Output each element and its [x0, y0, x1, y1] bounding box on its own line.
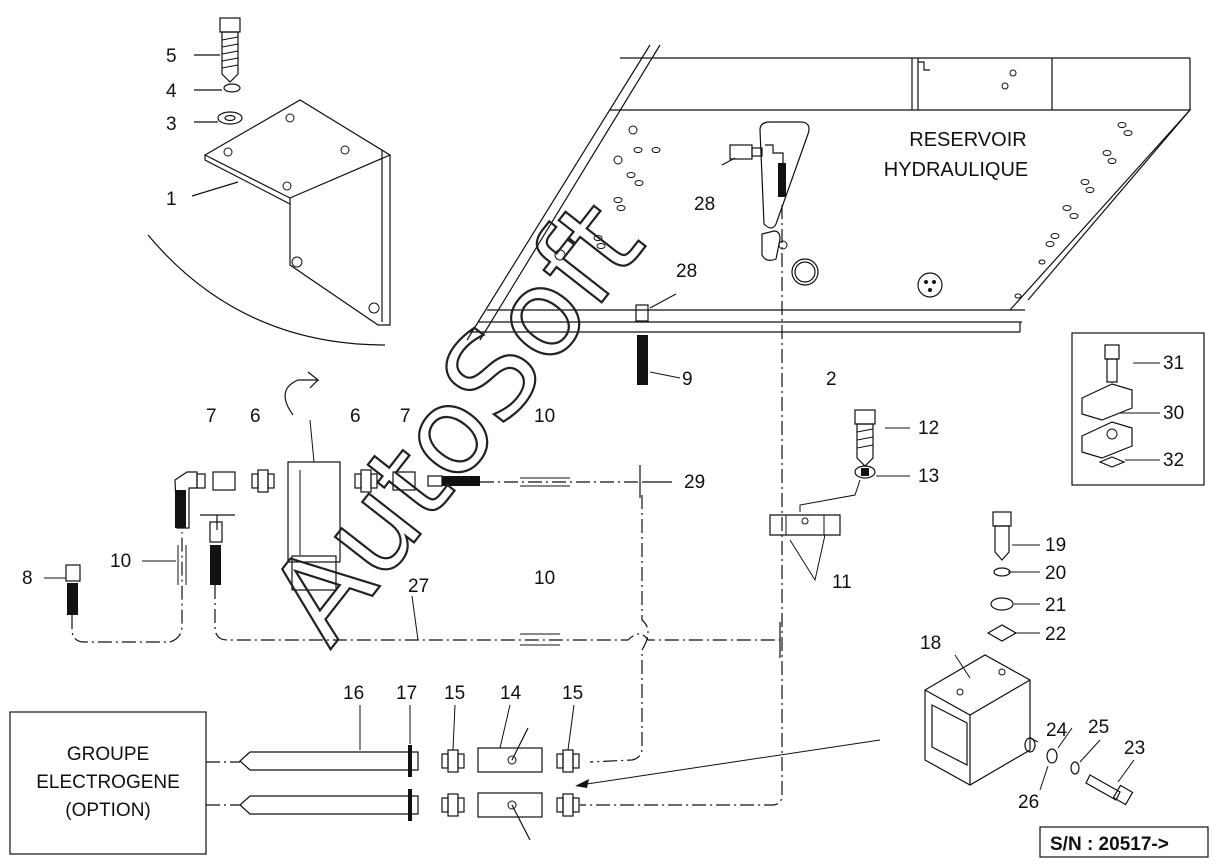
fittings-row — [44, 419, 480, 615]
callout-28-mid: 28 — [676, 261, 697, 282]
callout-10c: 10 — [534, 568, 555, 589]
callout-7a: 7 — [206, 406, 217, 427]
callout-labels: 5 4 3 1 28 28 9 2 7 6 6 7 10 29 12 13 11… — [22, 46, 1184, 813]
bracket-18 — [575, 511, 1134, 806]
callout-18: 18 — [920, 633, 941, 654]
callout-32: 32 — [1163, 450, 1184, 471]
tank-label-line1: RESERVOIR — [909, 129, 1026, 151]
callout-23: 23 — [1124, 738, 1145, 759]
callout-12: 12 — [918, 418, 939, 439]
callout-20: 20 — [1045, 563, 1066, 584]
callout-1: 1 — [166, 189, 177, 210]
callout-26: 26 — [1018, 792, 1039, 813]
generator-assembly: GROUPE ELECTROGENE (OPTION) — [9, 595, 580, 855]
callout-22: 22 — [1045, 624, 1066, 645]
callout-15a: 15 — [444, 683, 465, 704]
callout-3: 3 — [166, 114, 177, 135]
callout-15b: 15 — [562, 683, 583, 704]
callout-4: 4 — [166, 81, 177, 102]
callout-19: 19 — [1045, 535, 1066, 556]
serial-box — [1039, 826, 1209, 858]
callout-7b: 7 — [400, 406, 411, 427]
callout-6b: 6 — [350, 406, 361, 427]
hydraulic-tank: RESERVOIR HYDRAULIQUE — [466, 44, 1192, 341]
generator-line2: ELECTROGENE — [36, 772, 180, 793]
callout-17: 17 — [396, 683, 417, 704]
callout-8: 8 — [22, 568, 33, 589]
serial-label: S/N : 20517-> — [1050, 834, 1169, 855]
callout-30: 30 — [1163, 403, 1184, 424]
callout-6a: 6 — [250, 406, 261, 427]
callout-14: 14 — [500, 683, 522, 704]
callout-11: 11 — [832, 572, 852, 593]
callout-9: 9 — [682, 369, 693, 390]
callout-5: 5 — [166, 46, 177, 67]
callout-10b: 10 — [110, 551, 131, 572]
clamp-assembly — [769, 409, 910, 582]
watermark: AutoSoft — [243, 176, 670, 668]
fitting-28-top — [721, 144, 786, 197]
leader-lines — [1029, 727, 1135, 791]
generator-line3: (OPTION) — [65, 800, 151, 821]
callout-10a: 10 — [534, 406, 555, 427]
callout-13: 13 — [918, 466, 939, 487]
callout-31: 31 — [1163, 353, 1184, 374]
callout-28-top: 28 — [694, 194, 715, 215]
callout-2: 2 — [826, 369, 837, 390]
callout-21: 21 — [1045, 595, 1066, 616]
callout-27: 27 — [408, 576, 429, 597]
callout-25: 25 — [1088, 717, 1109, 738]
callout-29: 29 — [684, 472, 705, 493]
generator-line1: GROUPE — [67, 744, 149, 765]
mounting-bracket — [147, 17, 392, 416]
tank-label-line2: HYDRAULIQUE — [884, 159, 1028, 181]
hydraulic-lines — [71, 205, 783, 806]
inset-box — [1071, 332, 1205, 486]
callout-24: 24 — [1046, 720, 1068, 741]
callout-16: 16 — [343, 683, 364, 704]
